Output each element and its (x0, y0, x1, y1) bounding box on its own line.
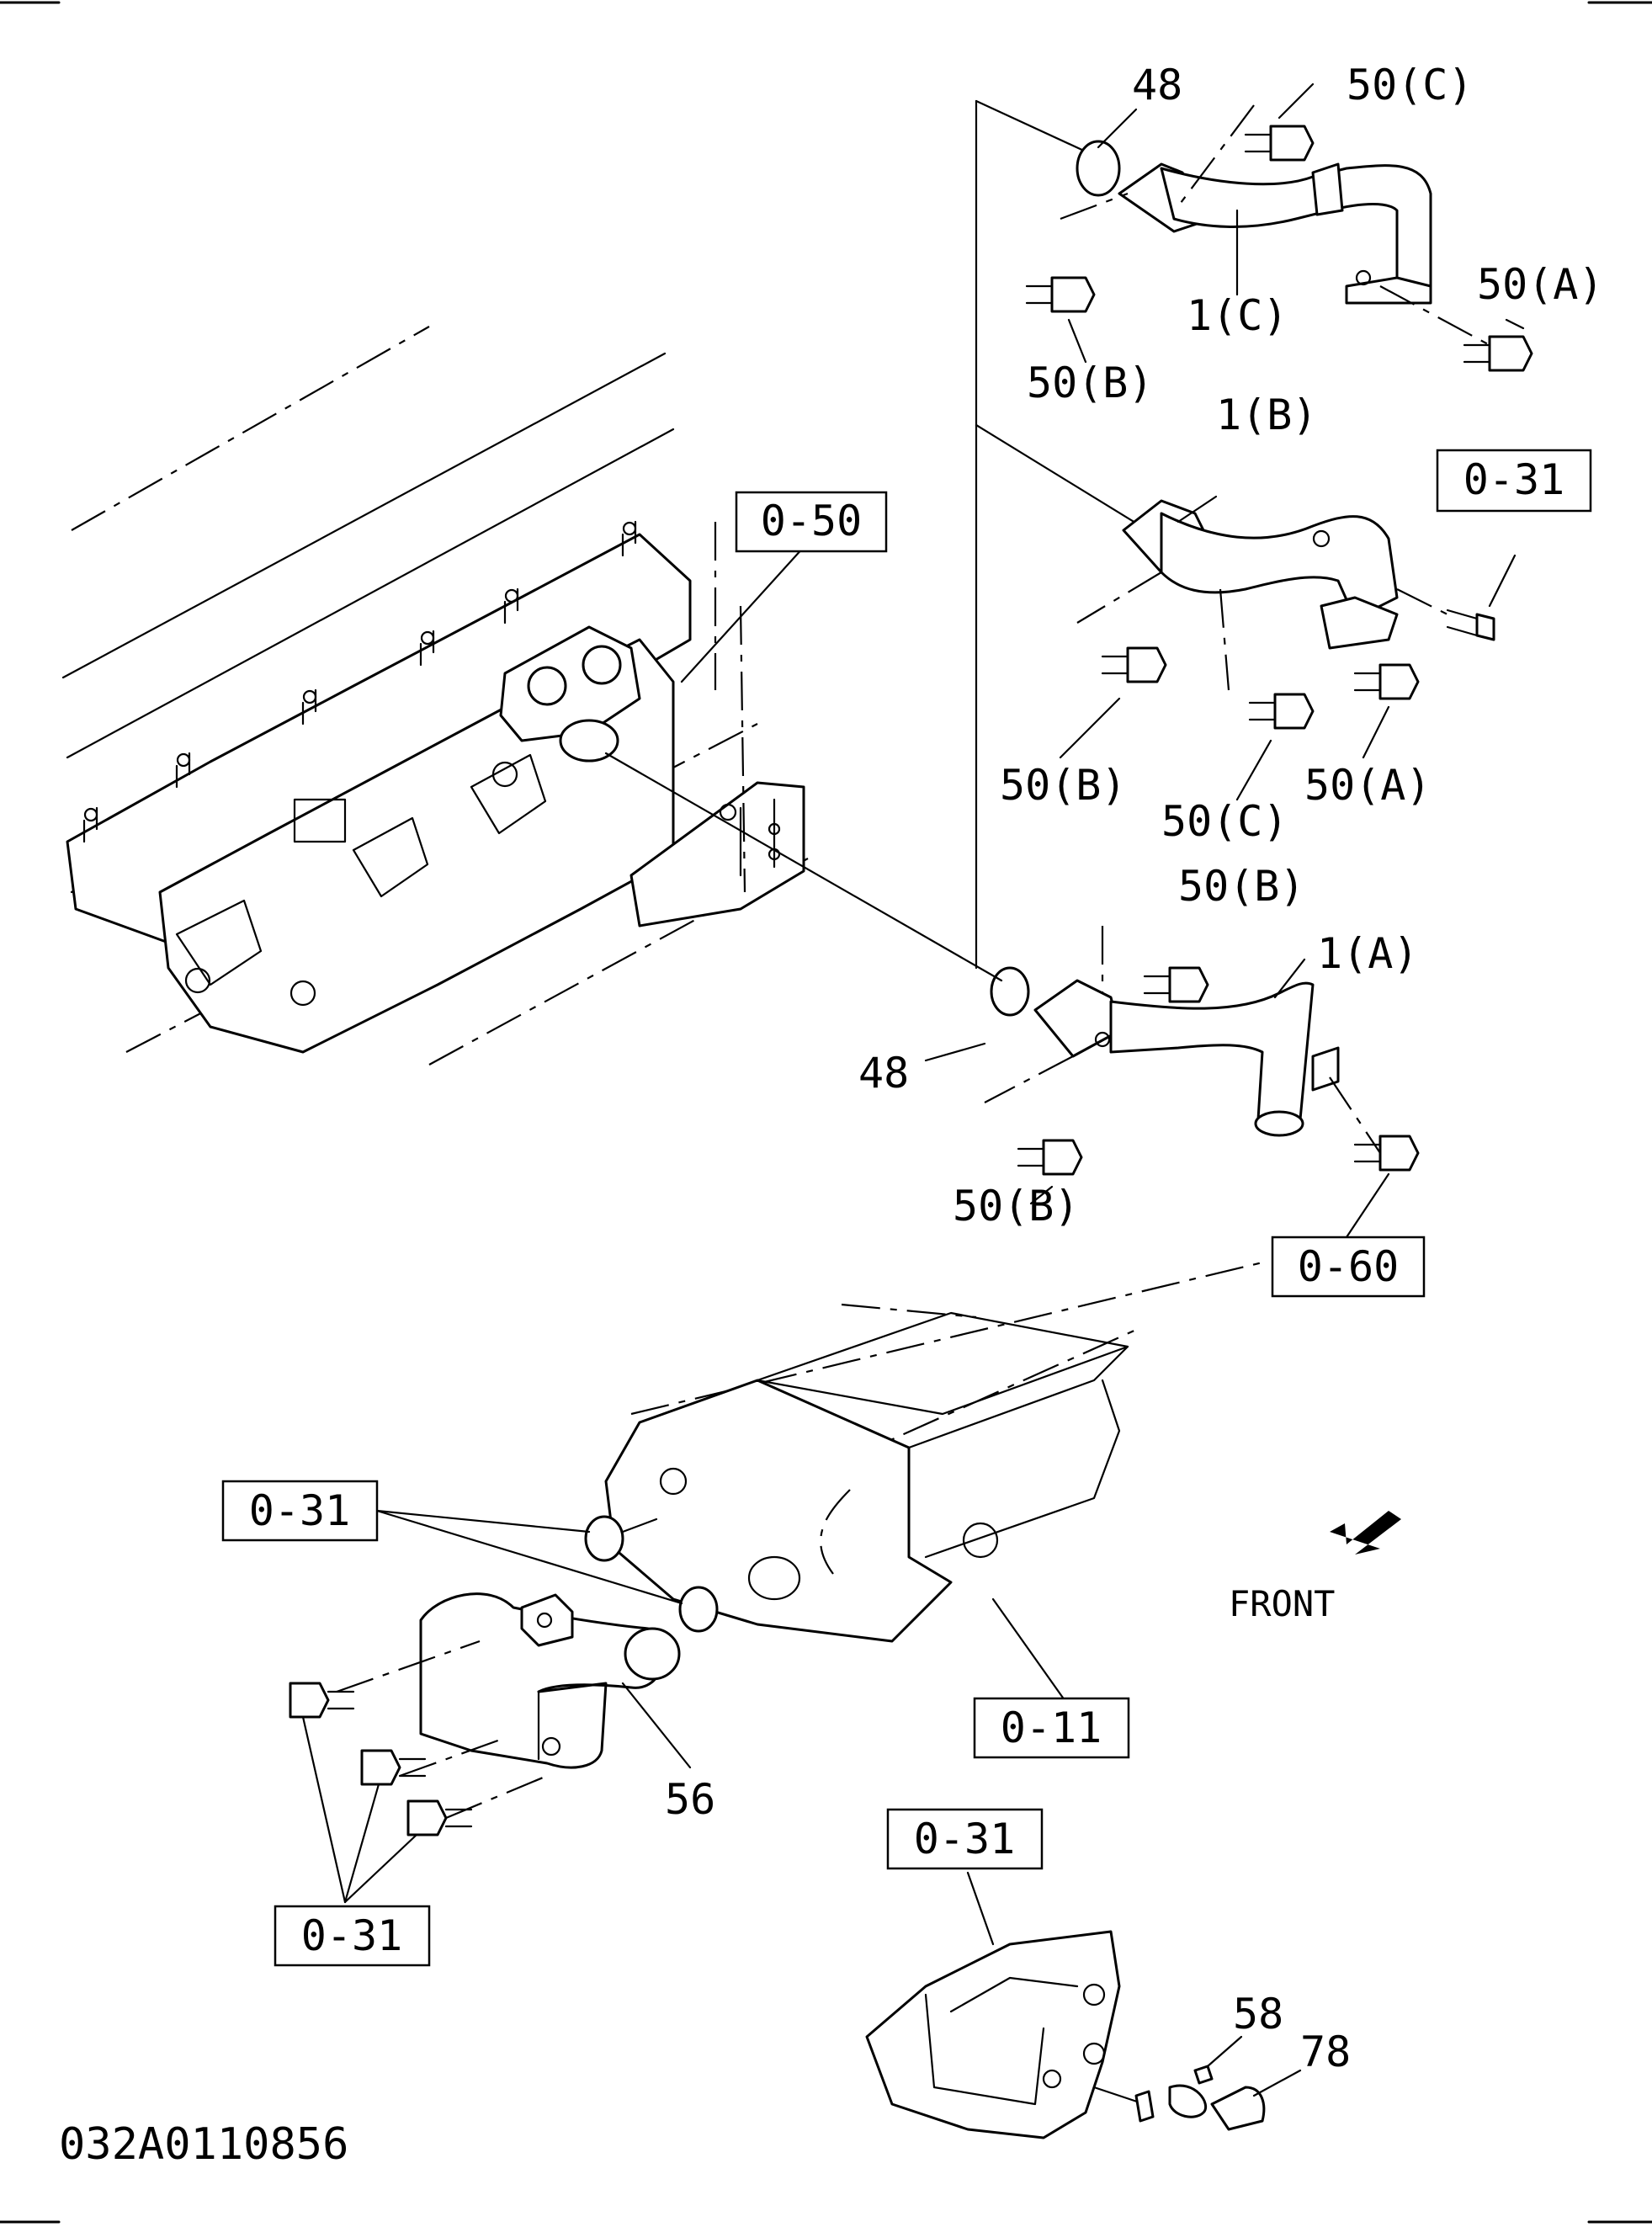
reference-label-031-lower-left: 0-31 (301, 1911, 402, 1960)
part-label-50b-mid: 50(B) (1000, 761, 1127, 810)
reference-box-031-bottom: 0-31 (886, 1808, 1044, 1870)
reference-box-031-lower-left: 0-31 (274, 1905, 431, 1967)
part-label-50b-low-top: 50(B) (1178, 862, 1305, 911)
thermostat-housing-drawing (865, 1871, 1302, 2139)
part-label-50b-top: 50(B) (1027, 359, 1154, 407)
part-label-1b: 1(B) (1216, 391, 1317, 439)
part-label-50c-mid: 50(C) (1161, 797, 1288, 846)
reference-box-050: 0-50 (735, 491, 888, 553)
part-label-50c-top: 50(C) (1347, 61, 1474, 109)
reference-box-060: 0-60 (1271, 1236, 1426, 1298)
reference-label-031-left: 0-31 (249, 1486, 350, 1535)
water-pipe-drawing (604, 82, 1533, 1239)
reference-box-011: 0-11 (973, 1697, 1130, 1759)
reference-label-031-top: 0-31 (1463, 455, 1564, 504)
front-label: FRONT (1229, 1583, 1335, 1624)
part-label-58: 58 (1233, 1990, 1283, 2038)
reference-label-060: 0-60 (1298, 1242, 1399, 1291)
part-label-50b-low-bottom: 50(B) (953, 1182, 1080, 1230)
reference-label-031-bottom: 0-31 (914, 1815, 1015, 1863)
part-label-1c: 1(C) (1187, 291, 1288, 340)
reference-label-050: 0-50 (761, 497, 862, 545)
reference-box-031-left: 0-31 (221, 1480, 379, 1542)
part-label-50a-top: 50(A) (1477, 260, 1604, 309)
water-outlet-drawing (289, 1592, 692, 1904)
part-label-48-top: 48 (1132, 61, 1182, 109)
front-arrow-icon (1330, 1511, 1401, 1555)
cylinder-block-drawing (375, 1261, 1401, 1702)
part-label-78: 78 (1300, 2028, 1351, 2076)
reference-box-031-top: 0-31 (1436, 449, 1592, 513)
exhaust-manifold-drawing (61, 326, 809, 1066)
part-label-1a: 1(A) (1317, 929, 1418, 978)
part-label-48-low: 48 (858, 1049, 909, 1098)
part-label-56: 56 (665, 1775, 715, 1824)
drawing-code: 032A0110856 (59, 2119, 348, 2170)
reference-label-011: 0-11 (1001, 1703, 1102, 1752)
part-labels: 48 50(C) 50(A) 1(C) 50(B) 1(B) 50(B) 50(… (59, 61, 1604, 2170)
part-label-50a-mid: 50(A) (1304, 761, 1432, 810)
